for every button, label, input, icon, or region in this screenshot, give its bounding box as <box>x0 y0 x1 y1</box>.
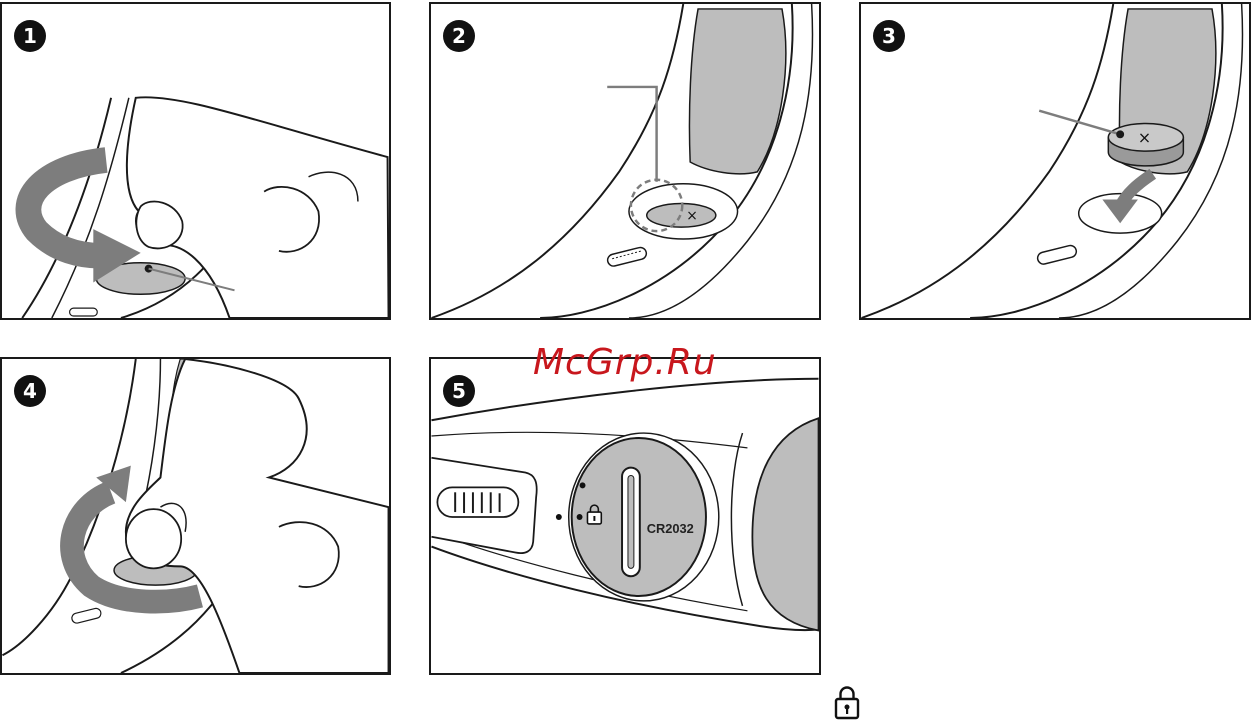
step-5-panel: 5 CR2032 <box>429 357 821 675</box>
step-3-panel: 3 × <box>859 2 1251 320</box>
step-4-badge: 4 <box>14 375 46 407</box>
step-1-panel: 1 <box>0 2 391 320</box>
step-3-badge: 3 <box>873 20 905 52</box>
step-1-illustration <box>2 4 389 318</box>
step-2-illustration: × <box>431 4 819 318</box>
charging-slider <box>437 487 518 517</box>
svg-text:×: × <box>1138 128 1151 147</box>
svg-text:×: × <box>686 208 698 224</box>
step-1-badge: 1 <box>14 20 46 52</box>
step-2-badge: 2 <box>443 20 475 52</box>
step-5-badge: 5 <box>443 375 475 407</box>
step-5-illustration: CR2032 <box>431 359 819 673</box>
device-display <box>752 418 818 630</box>
lock-icon <box>834 686 860 720</box>
step-2-panel: 2 × <box>429 2 821 320</box>
step-4-panel: 4 <box>0 357 391 675</box>
watermark-text: McGrp.Ru <box>533 342 717 383</box>
step-3-illustration: × <box>861 4 1249 318</box>
battery-model-label: CR2032 <box>647 521 694 536</box>
step-4-illustration <box>2 359 389 673</box>
